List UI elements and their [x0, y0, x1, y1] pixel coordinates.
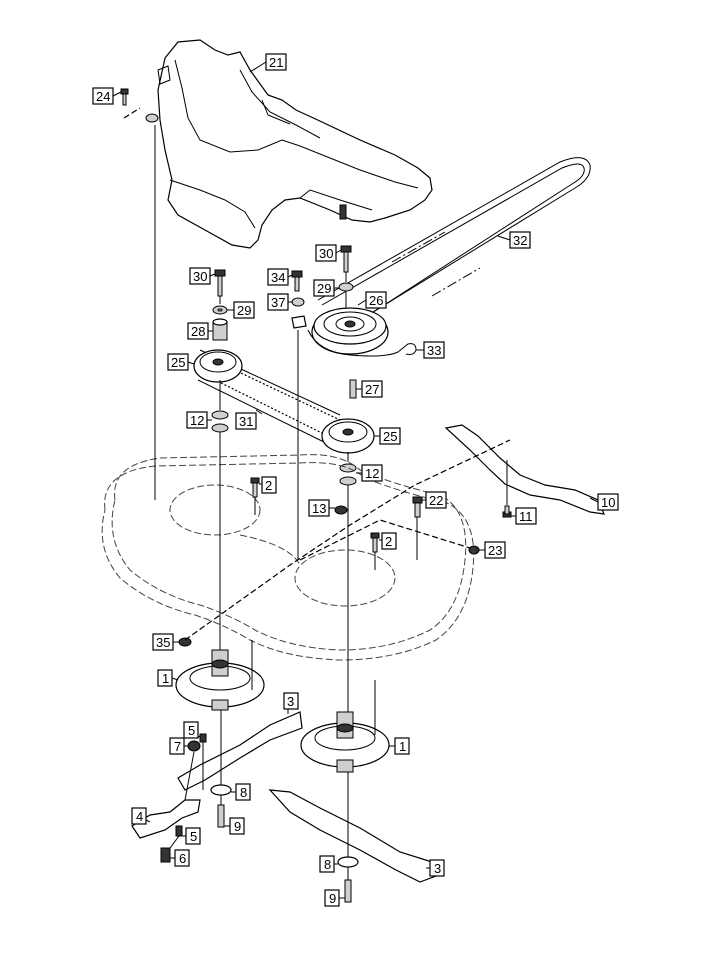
- callout-9-a: 9: [224, 817, 245, 835]
- blade-adapter-part: [131, 799, 201, 839]
- callouts: 21 24 32 30 30 34 29: [92, 53, 619, 907]
- callout-3-top-label: 3: [287, 694, 294, 709]
- callout-34: 34: [267, 268, 293, 286]
- callout-26-label: 26: [369, 293, 383, 308]
- callout-5-top-label: 5: [188, 723, 195, 738]
- callout-13: 13: [308, 499, 335, 517]
- mulch-plate-part: [444, 424, 605, 515]
- callout-24-label: 24: [96, 89, 110, 104]
- callout-5-top: 5: [183, 721, 201, 739]
- belt-cover-part: [145, 39, 433, 249]
- callout-13-label: 13: [312, 501, 326, 516]
- callout-32: 32: [497, 231, 531, 249]
- callout-22: 22: [422, 491, 447, 509]
- callout-24: 24: [92, 87, 122, 105]
- callout-27: 27: [356, 380, 383, 398]
- callout-5-bottom-label: 5: [190, 829, 197, 844]
- callout-2-a: 2: [259, 476, 277, 494]
- callout-4: 4: [131, 807, 151, 825]
- callout-25-left-label: 25: [171, 355, 185, 370]
- callout-25-left: 25: [167, 353, 195, 371]
- callout-21-label: 21: [269, 55, 283, 70]
- assembly-lines: [123, 107, 511, 880]
- callout-2-b-label: 2: [385, 534, 392, 549]
- idler-pulley-part: [311, 307, 389, 355]
- callout-12-right-label: 12: [365, 466, 379, 481]
- callout-5-bottom: 5: [182, 827, 201, 845]
- callout-35: 35: [152, 633, 179, 651]
- callout-33: 33: [416, 341, 445, 359]
- blade-left-part: [177, 711, 303, 791]
- callout-9-b: 9: [324, 889, 345, 907]
- callout-6-label: 6: [179, 851, 186, 866]
- callout-9-a-label: 9: [234, 819, 241, 834]
- spindle-left-part: [175, 649, 265, 711]
- blade-right-part: [268, 789, 437, 883]
- callout-29-right-label: 29: [317, 281, 331, 296]
- callout-11-label: 11: [519, 509, 533, 524]
- callout-28-label: 28: [191, 324, 205, 339]
- mower-deck-outline: [101, 454, 475, 661]
- callout-22-label: 22: [429, 493, 443, 508]
- callout-35-label: 35: [156, 635, 170, 650]
- callout-9-b-label: 9: [329, 891, 336, 906]
- callout-21: 21: [249, 53, 287, 73]
- callout-25-right: 25: [374, 427, 401, 445]
- callout-1-left-label: 1: [162, 671, 169, 686]
- callout-8-b: 8: [319, 855, 338, 873]
- callout-7-label: 7: [174, 739, 181, 754]
- callout-29-left: 29: [227, 301, 255, 319]
- drive-belt-part: [317, 157, 591, 321]
- callout-3-top: 3: [283, 692, 299, 714]
- callout-29-right: 29: [313, 279, 339, 297]
- callout-10-label: 10: [601, 495, 615, 510]
- callout-3-bottom-label: 3: [434, 861, 441, 876]
- callout-25-right-label: 25: [383, 429, 397, 444]
- callout-6: 6: [170, 849, 190, 867]
- callout-27-label: 27: [365, 382, 379, 397]
- callout-30-right-label: 30: [319, 246, 333, 261]
- callout-37-label: 37: [271, 295, 285, 310]
- callout-2-a-label: 2: [265, 478, 272, 493]
- callout-31-label: 31: [239, 414, 253, 429]
- callout-34-label: 34: [271, 270, 285, 285]
- callout-26: 26: [357, 291, 387, 309]
- callout-12-left-label: 12: [190, 413, 204, 428]
- callout-23: 23: [479, 541, 506, 559]
- callout-23-label: 23: [488, 543, 502, 558]
- callout-12-left: 12: [186, 411, 212, 429]
- callout-30-left-label: 30: [193, 269, 207, 284]
- callout-29-left-label: 29: [237, 303, 251, 318]
- timing-belt-and-pulleys: [193, 349, 375, 454]
- callout-8-b-label: 8: [324, 857, 331, 872]
- callout-8-a: 8: [231, 783, 251, 801]
- callout-12-right: 12: [356, 464, 383, 482]
- callout-4-label: 4: [136, 809, 143, 824]
- callout-30-left: 30: [189, 267, 216, 285]
- callout-28: 28: [187, 322, 213, 340]
- callout-33-label: 33: [427, 343, 441, 358]
- callout-3-bottom: 3: [426, 859, 445, 877]
- callout-1-right-label: 1: [399, 739, 406, 754]
- tension-spring-part: [307, 329, 417, 357]
- callout-1-left: 1: [157, 669, 179, 687]
- callout-37: 37: [267, 293, 292, 311]
- callout-32-label: 32: [513, 233, 527, 248]
- callout-1-right: 1: [389, 737, 410, 755]
- callout-11: 11: [511, 507, 537, 525]
- callout-7: 7: [169, 737, 188, 755]
- spindle-right-part: [300, 711, 390, 773]
- callout-30-right: 30: [315, 244, 342, 262]
- callout-2-b: 2: [379, 532, 397, 550]
- callout-8-a-label: 8: [240, 785, 247, 800]
- callout-10: 10: [589, 493, 619, 511]
- callout-31: 31: [235, 409, 263, 430]
